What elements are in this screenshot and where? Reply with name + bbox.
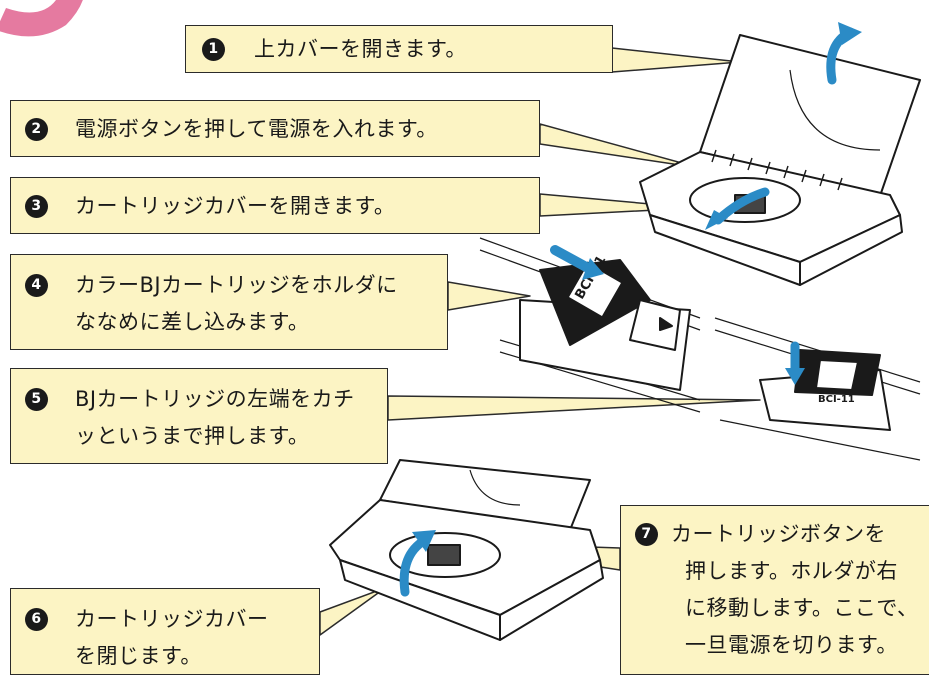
- step-number-7: 7: [635, 523, 658, 546]
- pointer-step-3: [539, 193, 696, 217]
- step-6-text-line-1: カートリッジカバー: [75, 607, 269, 631]
- step-4-text-line-1: カラーBJカートリッジをホルダに: [75, 273, 398, 297]
- pointer-step-5: [387, 395, 761, 421]
- callout-step-7: 7 カートリッジボタンを 押します。ホルダが右 に移動します。ここで、 一旦電源…: [620, 505, 929, 675]
- callout-step-2: 2 電源ボタンを押して電源を入れます。: [10, 100, 540, 157]
- step-5-text-line-2: ッというまで押します。: [75, 424, 310, 448]
- pointer-step-1: [611, 47, 741, 73]
- step-number-1: 1: [202, 38, 225, 61]
- pointer-step-6: [319, 587, 386, 636]
- callout-step-6: 6 カートリッジカバー を閉じます。: [10, 588, 320, 675]
- step-4-text-line-2: ななめに差し込みます。: [75, 310, 310, 334]
- step-7-text-line-2: 押します。ホルダが右: [685, 559, 898, 583]
- step-7-text-line-4: 一旦電源を切ります。: [685, 633, 898, 657]
- step-7-text-line-3: に移動します。ここで、: [685, 596, 919, 620]
- step-1-text-line-1: 上カバーを開きます。: [254, 37, 467, 61]
- step-7-text-line-1: カートリッジボタンを: [671, 522, 886, 546]
- arrow-insert-cartridge: [550, 245, 593, 273]
- step-number-badge: [0, 0, 83, 37]
- arrow-cartridge-cover-head: [705, 210, 728, 230]
- cartridge-holder-small: [714, 317, 921, 461]
- step-number-3: 3: [25, 195, 48, 218]
- step-3-text-line-1: カートリッジカバーを開きます。: [75, 194, 396, 218]
- pointer-step-2: [539, 123, 701, 169]
- step-number-6: 6: [25, 608, 48, 631]
- callout-step-4: 4 カラーBJカートリッジをホルダに ななめに差し込みます。: [10, 254, 448, 350]
- callout-step-5: 5 BJカートリッジの左端をカチ ッというまで押します。: [10, 368, 388, 464]
- step-number-2: 2: [25, 118, 48, 141]
- cartridge-small-model: BCI-11: [818, 394, 855, 405]
- step-2-text-line-1: 電源ボタンを押して電源を入れます。: [75, 117, 438, 141]
- arrow-open-cover-head: [838, 22, 862, 45]
- step-6-text-line-2: を閉じます。: [75, 644, 202, 668]
- arrow-insert-cartridge-head: [582, 258, 604, 280]
- arrow-close-cover-head: [412, 530, 436, 552]
- step-number-5: 5: [25, 388, 48, 411]
- printer-close-cover: [329, 459, 604, 641]
- step-5-text-line-1: BJカートリッジの左端をカチ: [75, 387, 355, 411]
- step-number-4: 4: [25, 274, 48, 297]
- pointer-step-4: [447, 281, 531, 311]
- cartridge-holder-large: [479, 237, 701, 413]
- arrow-push-cartridge-head: [785, 368, 805, 385]
- printer-open-cover: [639, 34, 921, 286]
- callout-step-3: 3 カートリッジカバーを開きます。: [10, 177, 540, 234]
- callout-step-1: 1 上カバーを開きます。: [185, 25, 613, 73]
